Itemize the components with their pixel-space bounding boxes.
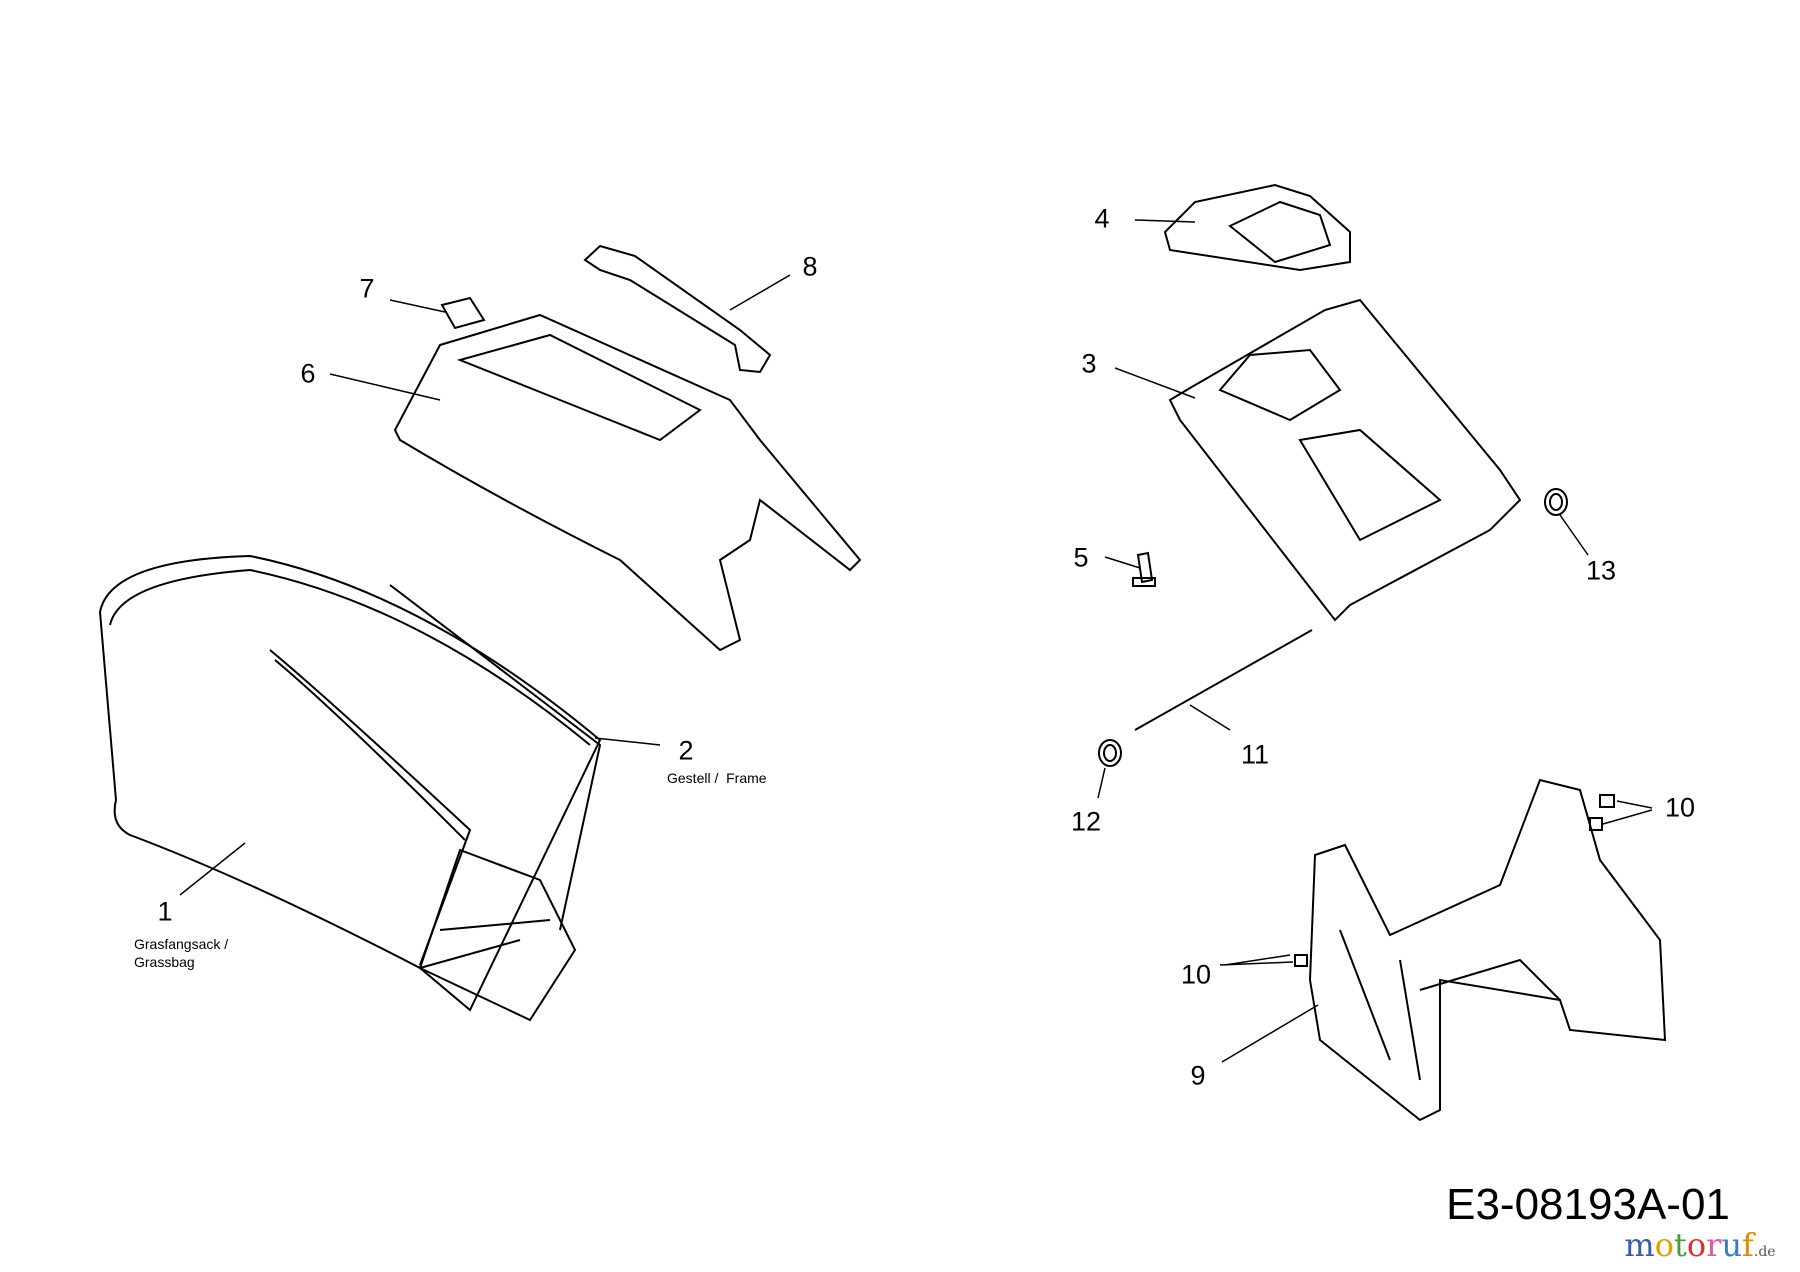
watermark-letter: f	[1742, 1226, 1754, 1264]
leader-lines	[179, 219, 1653, 1063]
drawing-code: E3-08193A-01	[1446, 1180, 1730, 1229]
callout-9: 9	[1190, 1060, 1206, 1091]
callout-13: 13	[1585, 555, 1617, 586]
part-1-grassbag	[98, 554, 602, 1022]
part-4-grille	[1163, 183, 1351, 272]
callout-1: 1	[157, 896, 173, 927]
watermark-logo: motoruf.de	[1624, 1226, 1775, 1264]
caption-grassbag-line1: Grasfangsack /	[134, 936, 229, 952]
part-10-clips	[1294, 794, 1615, 967]
callout-3: 3	[1081, 348, 1097, 379]
watermark-letter: r	[1706, 1226, 1722, 1264]
callout-11: 11	[1240, 739, 1270, 770]
part-11-rod	[1134, 629, 1313, 731]
part-3-shroud	[1168, 298, 1522, 622]
callout-5: 5	[1073, 542, 1089, 573]
part-7-cap	[440, 296, 486, 330]
callout-4: 4	[1094, 203, 1110, 234]
part-12-spring	[1098, 739, 1122, 767]
watermark-text: motoruf	[1624, 1226, 1753, 1264]
watermark-letter: t	[1674, 1226, 1687, 1264]
watermark-letter: m	[1624, 1226, 1655, 1264]
watermark-letter: o	[1686, 1226, 1707, 1264]
watermark-letter: u	[1721, 1226, 1743, 1264]
part-6-cover	[393, 313, 862, 652]
callout-12: 12	[1070, 806, 1102, 837]
watermark-letter: o	[1654, 1226, 1675, 1264]
caption-grassbag-line2: Grassbag	[134, 954, 195, 970]
part-8-handle	[583, 244, 772, 374]
callout-7: 7	[359, 273, 375, 304]
callout-2: 2	[678, 735, 694, 766]
part-2-frame	[269, 584, 602, 966]
callout-8: 8	[802, 251, 818, 282]
caption-frame: Gestell / Frame	[667, 770, 767, 786]
part-13-spring	[1544, 488, 1568, 516]
watermark-suffix: .de	[1753, 1244, 1776, 1260]
callout-6: 6	[300, 358, 316, 389]
part-5-screw	[1132, 551, 1156, 587]
part-9-chassis	[1308, 778, 1667, 1122]
callout-10-right: 10	[1664, 792, 1696, 823]
callout-10-left: 10	[1180, 959, 1212, 990]
